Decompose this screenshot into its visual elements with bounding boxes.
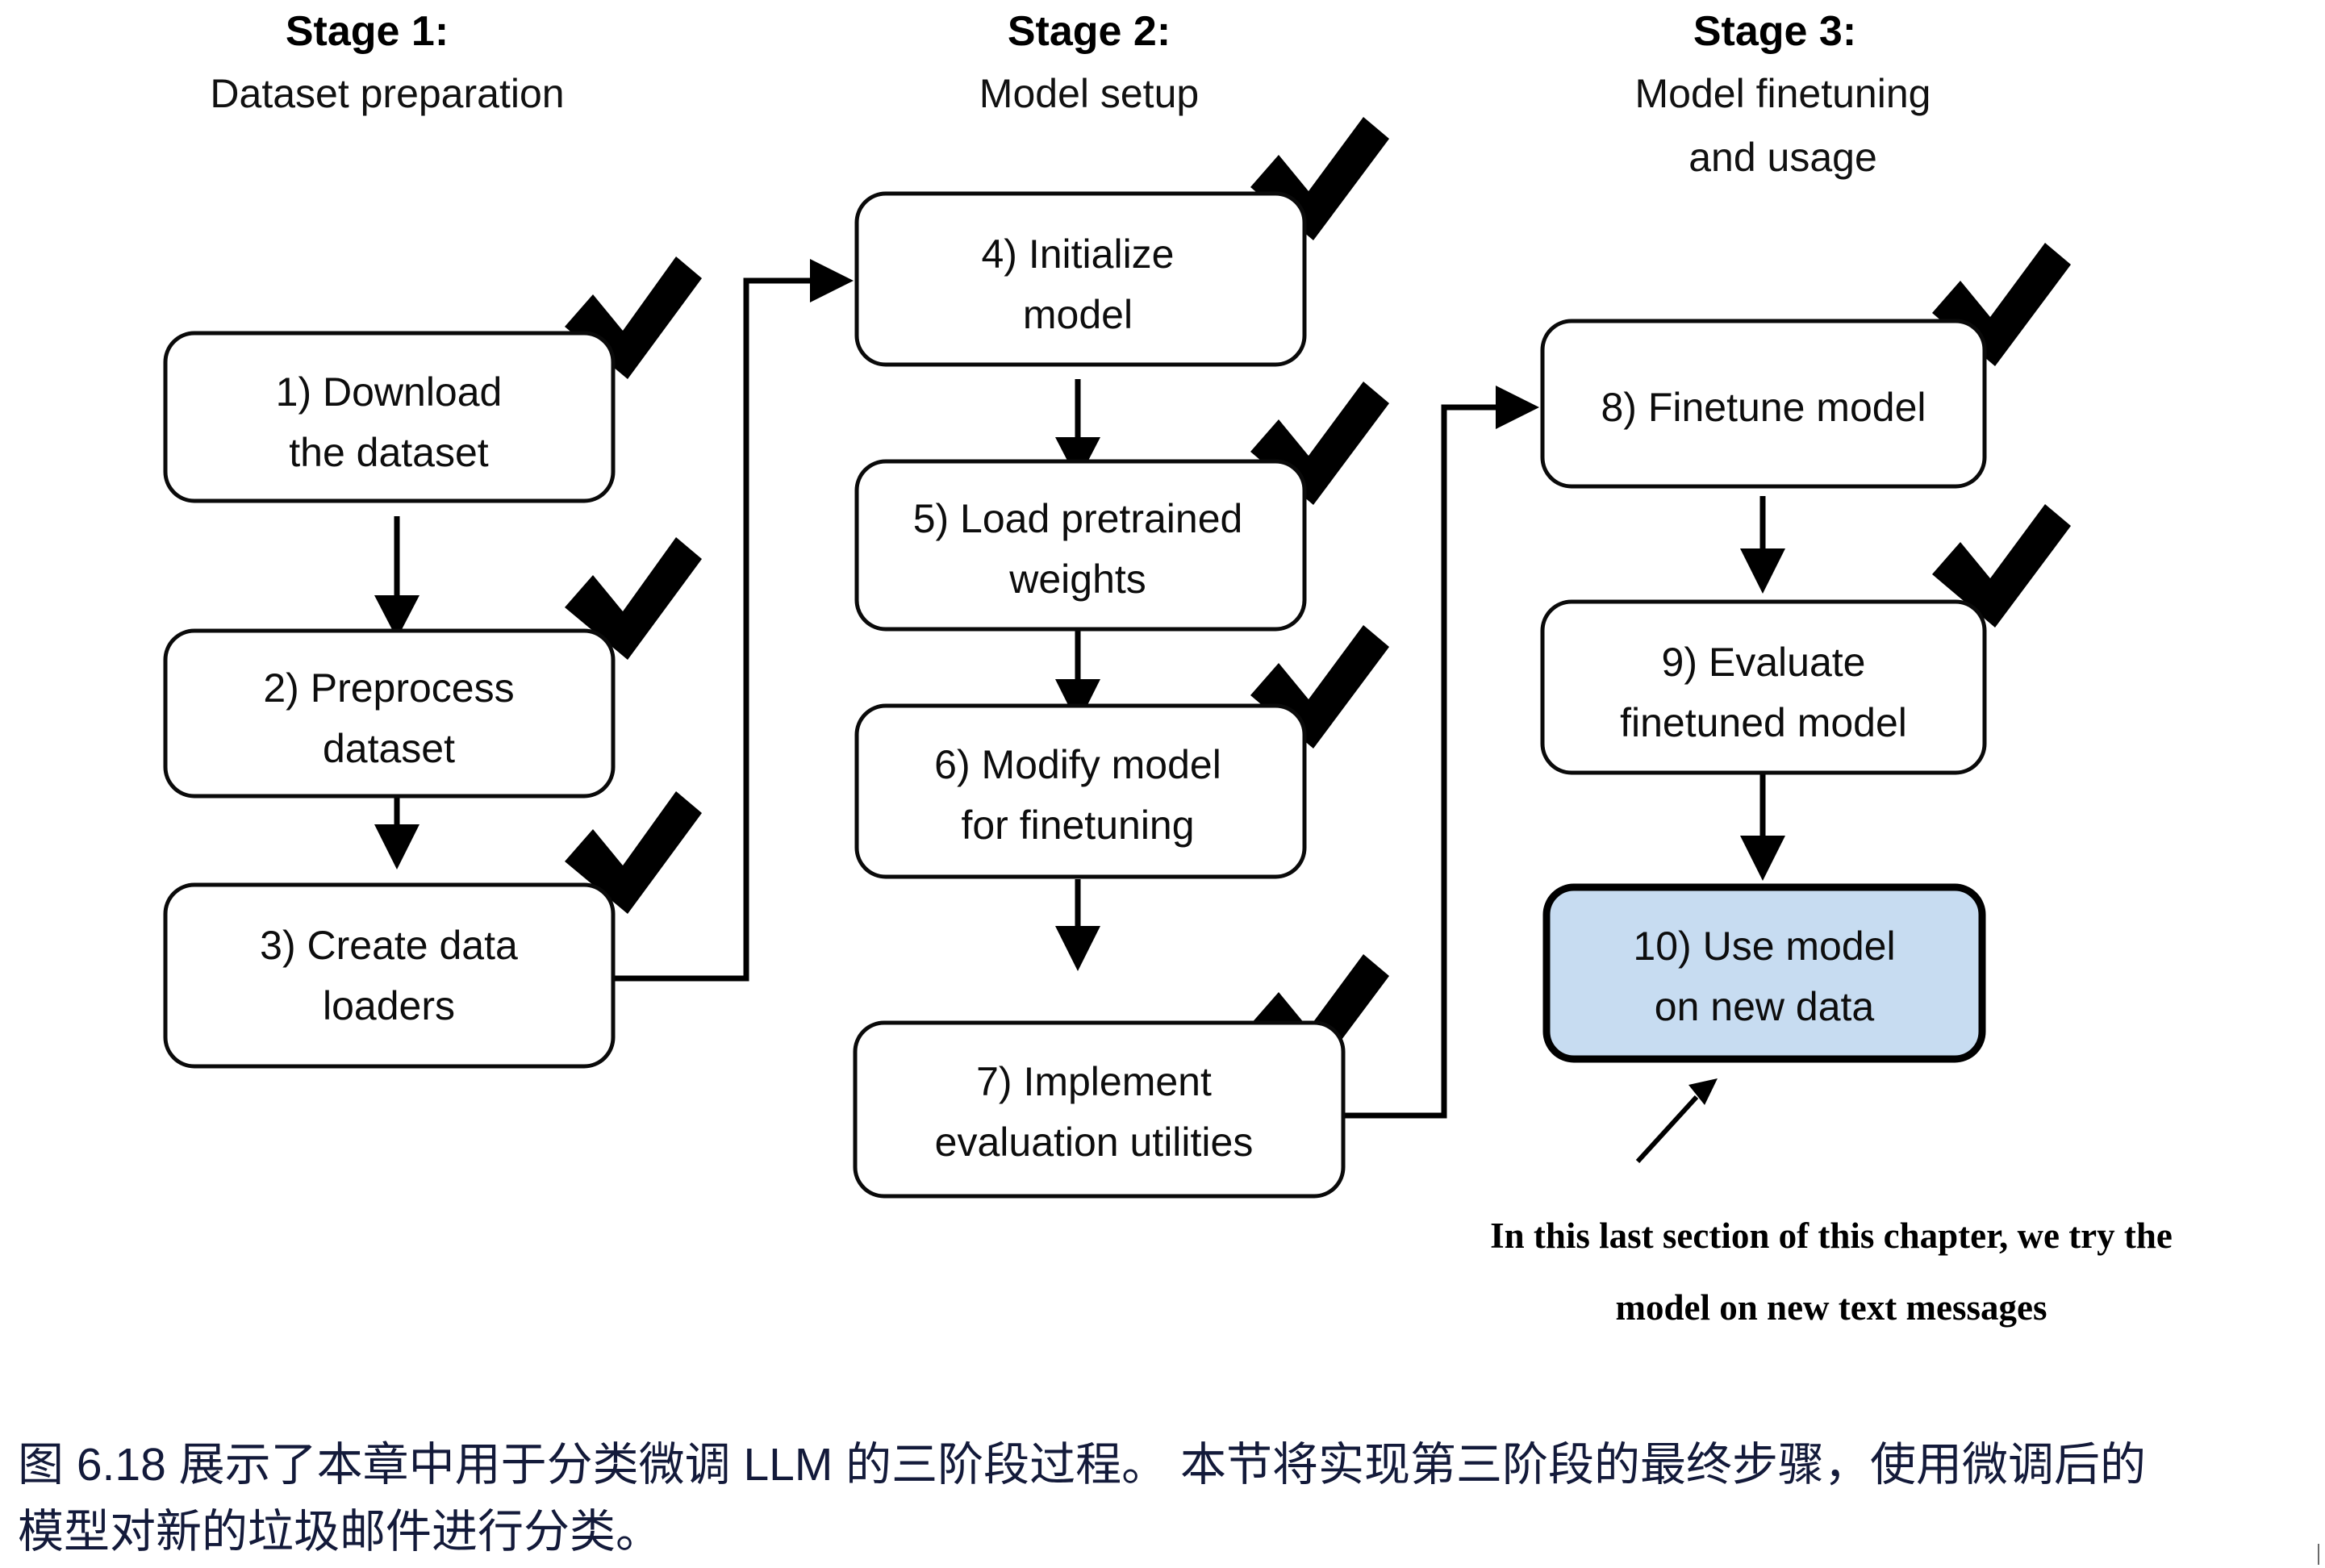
step-4-label-line-1: 4) Initialize [982,231,1175,277]
step-box-1[interactable]: 1) Download the dataset [163,256,702,503]
step-7-label-line-2: evaluation utilities [935,1120,1254,1165]
step-2-label-line-2: dataset [323,726,455,771]
annotation-line-1: In this last section of this chapter, we… [1490,1216,2173,1256]
step-box-5[interactable]: 5) Load pretrained weights [854,382,1389,632]
step-10-label-line-2: on new data [1655,984,1875,1029]
arrow-step2-to-step3 [374,794,420,869]
stage-2-subtitle: Model setup [979,71,1199,116]
arrow-step5-to-step6 [1055,631,1100,724]
flowchart-svg: Stage 1: Dataset preparation Stage 2: Mo… [163,8,2173,1328]
step-3-label-line-1: 3) Create data [260,923,518,968]
step-10-label-line-1: 10) Use model [1633,924,1895,969]
stage-3-subtitle-line-2: and usage [1688,135,1877,180]
figure-caption: 图 6.18 展示了本章中用于分类微调 LLM 的三阶段过程。 本节将实现第三阶… [0,1432,2325,1565]
caption-line-1: 图 6.18 展示了本章中用于分类微调 LLM 的三阶段过程。 本节将实现第三阶… [18,1439,2147,1491]
caption-line-2: 模型对新的垃圾邮件进行分类。 [18,1505,662,1558]
step-4-label-line-2: model [1023,292,1133,337]
arrow-step6-to-step7 [1055,879,1100,971]
step-box-9[interactable]: 9) Evaluate finetuned model [1540,504,2071,775]
checkmark-icon-step-3 [565,791,702,914]
step-box-10-highlighted[interactable]: 10) Use model on new data [1542,883,1986,1063]
checkmark-icon-step-9 [1932,504,2071,628]
step-6-label-line-1: 6) Modify model [934,742,1221,787]
step-box-2[interactable]: 2) Preprocess dataset [163,537,702,799]
step-5-label-line-1: 5) Load pretrained [913,496,1243,541]
stage-1-subtitle: Dataset preparation [210,71,564,116]
stage-3-title: Stage 3: [1693,8,1856,55]
step-7-label-line-1: 7) Implement [976,1059,1212,1104]
step-box-8[interactable]: 8) Finetune model [1540,243,2071,489]
step-9-label-line-1: 9) Evaluate [1662,640,1866,685]
step-box-6[interactable]: 6) Modify model for finetuning [854,625,1389,879]
step-8-label-line-1: 8) Finetune model [1601,385,1926,430]
step-box-4[interactable]: 4) Initialize model [854,117,1389,367]
step-3-label-line-2: loaders [323,983,455,1028]
arrow-step4-to-step5 [1055,379,1100,481]
checkmark-icon-step-2 [565,537,702,660]
step-box-3[interactable]: 3) Create data loaders [163,791,702,1069]
step-1-label-line-2: the dataset [289,430,489,475]
annotation-pointer-arrow [1635,1078,1718,1164]
arrow-step8-to-step9 [1740,496,1785,594]
arrow-step9-to-step10 [1740,774,1785,881]
stage-2-title: Stage 2: [1008,8,1171,55]
connector-step3-to-step4 [613,259,854,982]
step-2-label-line-1: 2) Preprocess [263,665,514,711]
arrow-step1-to-step2 [374,516,420,639]
step-1-label-line-1: 1) Download [276,369,503,415]
step-9-label-line-2: finetuned model [1620,700,1907,745]
step-5-label-line-2: weights [1008,557,1146,602]
step-6-label-line-2: for finetuning [961,803,1194,848]
stage-3-subtitle-line-1: Model finetuning [1635,71,1931,116]
connector-step7-to-step8 [1339,386,1539,1119]
step-box-7[interactable]: 7) Implement evaluation utilities [853,954,1389,1199]
annotation-line-2: model on new text messages [1616,1287,2047,1328]
stage-1-title: Stage 1: [286,8,449,55]
page-edge-tick [2318,1544,2319,1565]
